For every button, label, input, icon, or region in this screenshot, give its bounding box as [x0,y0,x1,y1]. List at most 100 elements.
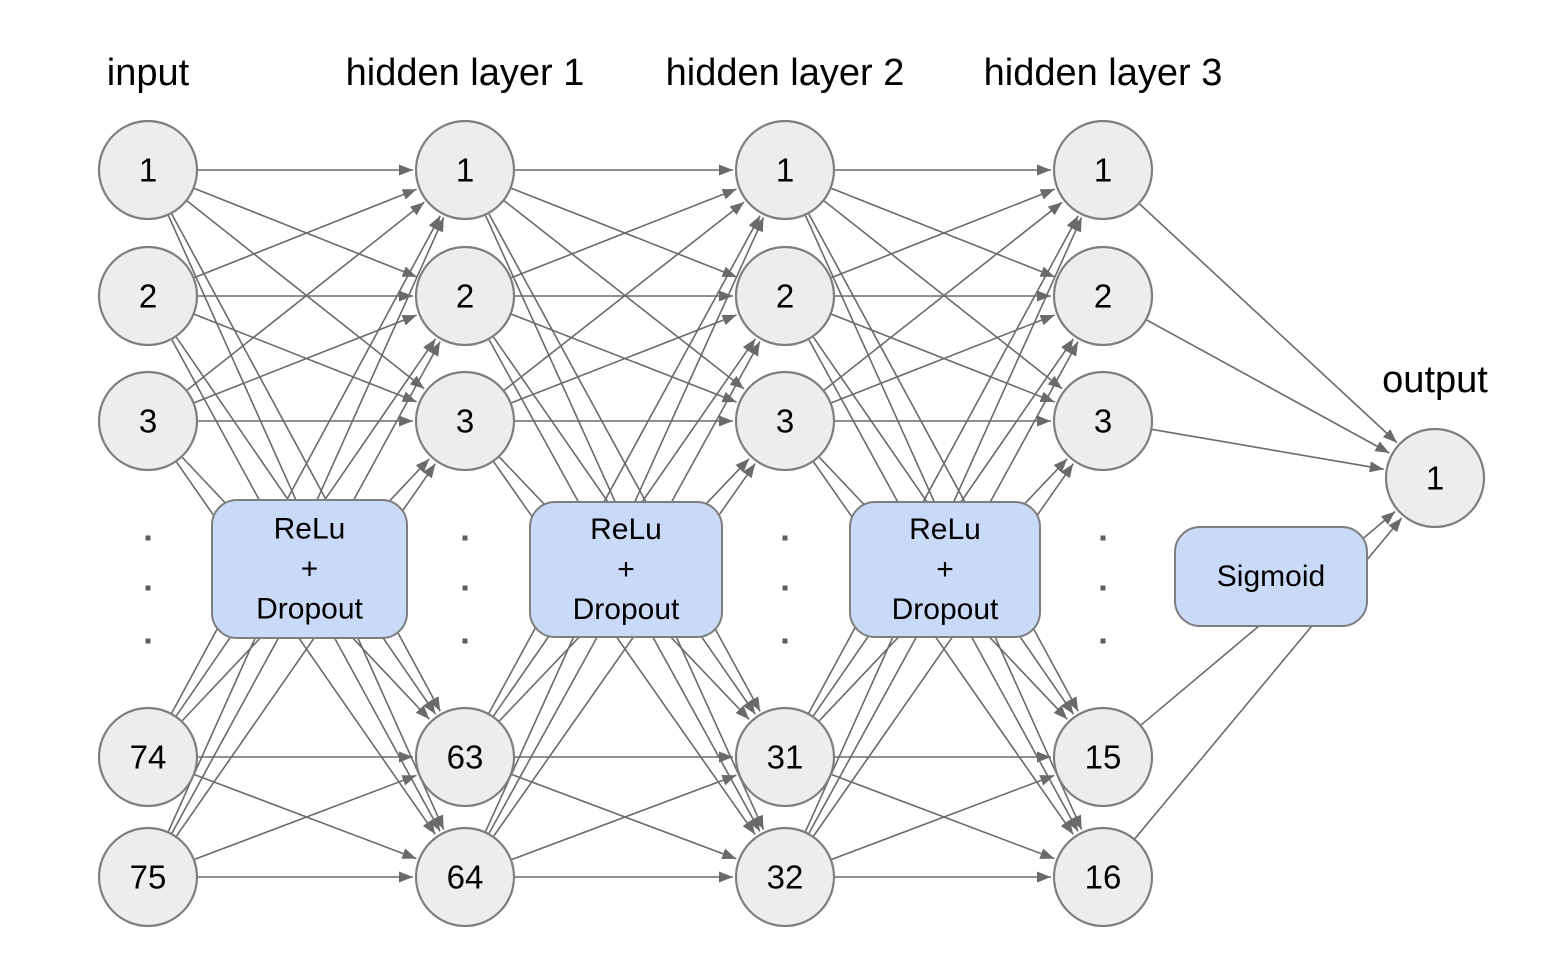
ellipsis-dot [782,585,788,591]
activation-1-label-line: + [301,553,319,586]
layer-label-input: input [107,52,190,94]
ellipsis-dot [462,535,468,541]
node-input-1 [97,119,199,221]
ellipsis-dot [1100,638,1106,644]
edge [1152,428,1384,473]
edge [503,200,745,390]
layer-label-hidden-layer-2: hidden layer 2 [666,52,905,94]
activation-1-box: ReLu + Dropout [211,499,408,639]
node-input-3 [97,370,199,472]
node-label-input-74: 74 [130,739,167,776]
edge [1146,319,1390,454]
node-label-output-1: 1 [1426,460,1444,497]
layer-input: input 1 2 3 74 75 [97,52,199,928]
node-label-hidden-layer-3-15: 15 [1085,739,1122,776]
node-label-hidden-layer-3-16: 16 [1085,859,1122,896]
node-hidden-layer-1-2 [414,245,516,347]
activation-2-label-line: ReLu [590,513,662,546]
edge [808,215,1079,714]
edge [488,215,761,714]
ellipsis-dot [462,638,468,644]
activation-1-label-line: Dropout [256,593,363,626]
ellipsis-dot [1100,585,1106,591]
activation-3-shape [849,501,1041,638]
node-hidden-layer-1-3 [414,370,516,472]
edge [823,201,1063,391]
node-hidden-layer-2-32 [734,826,836,928]
ellipsis-dot [145,638,151,644]
ellipsis-dot [462,585,468,591]
node-label-input-3: 3 [139,403,157,440]
node-label-hidden-layer-3-1: 1 [1094,152,1112,189]
node-label-hidden-layer-1-2: 2 [456,278,474,315]
edge [831,774,1055,861]
activation-2-shape [529,501,723,638]
node-hidden-layer-3-3 [1052,370,1154,472]
layer-output: output 1 [1382,359,1488,529]
node-label-hidden-layer-2-31: 31 [767,739,804,776]
node-output-1 [1384,427,1486,529]
ellipsis-dot [782,535,788,541]
node-label-hidden-layer-2-1: 1 [776,152,794,189]
ellipsis-dot [1100,535,1106,541]
edge [831,188,1055,279]
activation-1-shape [211,499,408,639]
ellipsis-dot [782,638,788,644]
node-label-hidden-layer-2-2: 2 [776,278,794,315]
node-input-2 [97,245,199,347]
edge [171,215,441,714]
activation-3-box: ReLu + Dropout [849,501,1041,638]
edge [511,774,737,861]
node-hidden-layer-3-2 [1052,245,1154,347]
node-hidden-layer-3-1 [1052,119,1154,221]
ellipsis-dot [145,535,151,541]
node-label-hidden-layer-3-3: 3 [1094,403,1112,440]
node-label-input-75: 75 [130,859,167,896]
node-label-hidden-layer-1-1: 1 [456,152,474,189]
edge [503,201,745,391]
node-label-hidden-layer-1-3: 3 [456,403,474,440]
activation-output-shape [1174,526,1368,627]
edge [186,201,425,391]
activation-1-label-line: ReLu [274,513,346,546]
layer-hidden-layer-2: hidden layer 2 1 2 3 31 32 [666,52,905,928]
node-hidden-layer-2-31 [734,706,836,808]
node-hidden-layer-3-15 [1052,706,1154,808]
node-hidden-layer-1-63 [414,706,516,808]
layer-hidden-layer-3: hidden layer 3 1 2 3 15 16 [984,52,1223,928]
edge [823,200,1063,390]
edge [511,188,737,279]
layer-label-hidden-layer-1: hidden layer 1 [346,52,585,94]
activation-2-label-line: + [617,553,635,586]
edge [194,188,417,279]
layer-label-output: output [1382,359,1488,401]
ellipsis-dot [145,585,151,591]
edge [1139,203,1398,444]
node-label-hidden-layer-2-32: 32 [767,859,804,896]
node-input-75 [97,826,199,928]
activation-output-label-line: Sigmoid [1217,560,1325,593]
node-label-hidden-layer-3-2: 2 [1094,278,1112,315]
node-hidden-layer-2-3 [734,370,836,472]
node-label-hidden-layer-2-3: 3 [776,403,794,440]
activation-2-label-line: Dropout [573,593,680,626]
activation-3-label-line: Dropout [892,593,999,626]
activation-3-label-line: ReLu [909,513,981,546]
node-label-input-2: 2 [139,278,157,315]
node-hidden-layer-1-1 [414,119,516,221]
edge [186,200,425,390]
node-hidden-layer-3-16 [1052,826,1154,928]
node-label-input-1: 1 [139,152,157,189]
activation-3-label-line: + [936,553,954,586]
node-input-74 [97,706,199,808]
node-label-hidden-layer-1-64: 64 [447,859,484,896]
node-hidden-layer-2-1 [734,119,836,221]
edge [511,314,737,404]
layer-label-hidden-layer-3: hidden layer 3 [984,52,1223,94]
activation-output-box: Sigmoid [1174,526,1368,627]
edge [194,774,417,861]
activation-2-box: ReLu + Dropout [529,501,723,638]
